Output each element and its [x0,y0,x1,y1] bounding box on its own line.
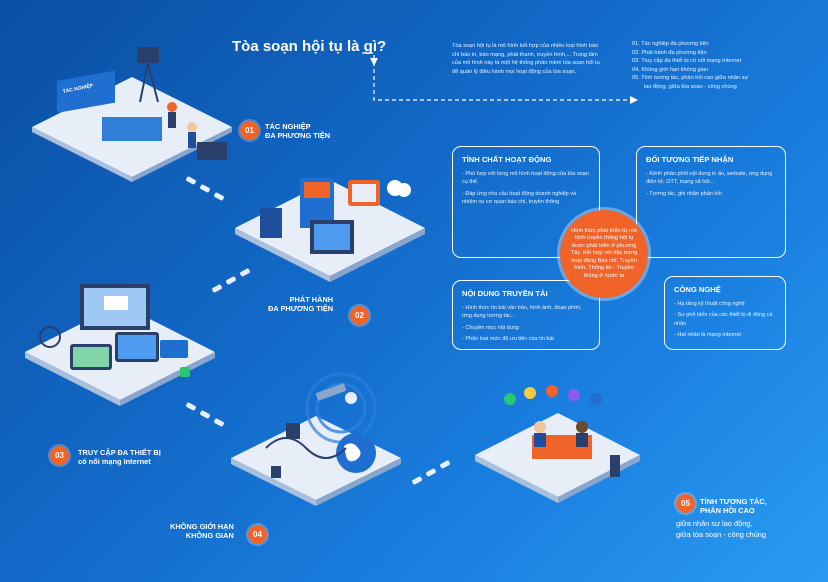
step-sub-line: giữa nhân sự lao động, [676,519,753,528]
summary-item: lao động, giữa tòa soạn - công chúng [644,83,737,90]
summary-item: 02. Phát hành đa phương tiện [632,49,707,56]
step-label-line: có nối mạng Internet [78,457,151,466]
box-title: TÍNH CHẤT HOẠT ĐỘNG [462,155,552,164]
center-circle: Hình thức phát triển từ mô hình truyền t… [560,210,648,298]
step-05-subtext: giữa nhân sự lao động, giữa tòa soạn - c… [676,518,766,540]
step-badge-02: 02 [350,306,369,325]
box-activity: TÍNH CHẤT HOẠT ĐỘNG - Phù hợp với từng m… [452,146,600,258]
summary-item: 03. Truy cập đa thiết bị có nối mạng Int… [632,58,742,65]
box-item: - Sự phổ biến của các thiết bị di động c… [674,312,773,327]
step-label-line: TÁC NGHIỆP [265,122,311,131]
box-item: - Hạ tầng kỹ thuật công nghệ [674,301,745,307]
box-item: - Đáp ứng nhu cầu hoạt động doanh nghiệp… [462,190,577,206]
interaction-illustration [470,385,645,505]
step-label-line: PHẢN HỒI CAO [700,506,755,515]
step-label-04: KHÔNG GIỚI HẠN KHÔNG GIAN [170,522,234,540]
step-badge-01: 01 [240,121,259,140]
step-sub-line: giữa tòa soạn - công chúng [676,530,767,539]
distribution-illustration [230,158,430,288]
summary-item: 04. Không giới hạn không gian [632,66,709,73]
title-arrow [362,52,638,104]
step-label-line: ĐA PHƯƠNG TIỆN [265,131,331,140]
newsroom-illustration [22,32,232,182]
summary-item: 05. Tính tương tác, phản hồi cao giữa nh… [632,75,749,82]
step-label-line: KHÔNG GIỚI HẠN [170,522,234,531]
box-item: - Hạt nhân là mạng Internet [674,332,741,339]
box-title: ĐỐI TƯỢNG TIẾP NHẬN [646,155,734,164]
global-network-illustration [226,368,406,518]
step-label-line: PHÁT HÀNH [289,295,334,304]
box-content: NỘI DUNG TRUYỀN TẢI - Hình thức tin bài … [452,280,600,350]
step-label-line: TÍNH TƯƠNG TÁC, [700,497,767,506]
box-title: CÔNG NGHỆ [674,285,721,294]
step-badge-04: 04 [248,525,267,544]
box-audience: ĐỐI TƯỢNG TIẾP NHẬN - Kênh phân phối nội… [636,146,786,258]
summary-item: 01. Tác nghiệp đa phương tiện [632,41,709,47]
step-label-line: KHÔNG GIAN [185,531,234,540]
step-label-05: TÍNH TƯƠNG TÁC, PHẢN HỒI CAO [700,497,767,515]
box-item: - Chuyên mục nội dung [462,324,519,331]
box-item: - Phù hợp với từng mô hình hoạt động của… [462,171,589,186]
box-technology: CÔNG NGHỆ - Hạ tầng kỹ thuật công nghệ -… [664,276,786,350]
summary-list: 01. Tác nghiệp đa phương tiện 02. Phát h… [632,40,782,92]
box-item: - Kênh phân phối nội dung in ấn, website… [646,171,773,186]
step-label-01: TÁC NGHIỆP ĐA PHƯƠNG TIỆN [265,122,330,140]
step-badge-05: 05 [676,494,695,513]
page-title: Tòa soạn hội tụ là gì? [232,38,387,55]
step-label-03: TRUY CẬP ĐA THIẾT BỊ có nối mạng Interne… [78,448,161,466]
box-item: - Tương tác, ghi nhận phản hồi [646,190,722,197]
intro-text: Tòa soạn hội tụ là mô hình kết hợp của n… [452,43,600,75]
step-label-line: TRUY CẬP ĐA THIẾT BỊ [78,448,161,457]
box-item: - Hình thức tin bài văn bản, hình ảnh, đ… [462,305,582,320]
step-label-line: ĐA PHƯƠNG TIỆN [268,304,334,313]
step-badge-03: 03 [50,446,69,465]
box-item: - Phân loại mức độ ưu tiên của tin bài [462,336,554,343]
devices-illustration [20,262,220,412]
box-title: NỘI DUNG TRUYỀN TẢI [462,289,548,298]
step-label-02: PHÁT HÀNH ĐA PHƯƠNG TIỆN [268,295,333,313]
